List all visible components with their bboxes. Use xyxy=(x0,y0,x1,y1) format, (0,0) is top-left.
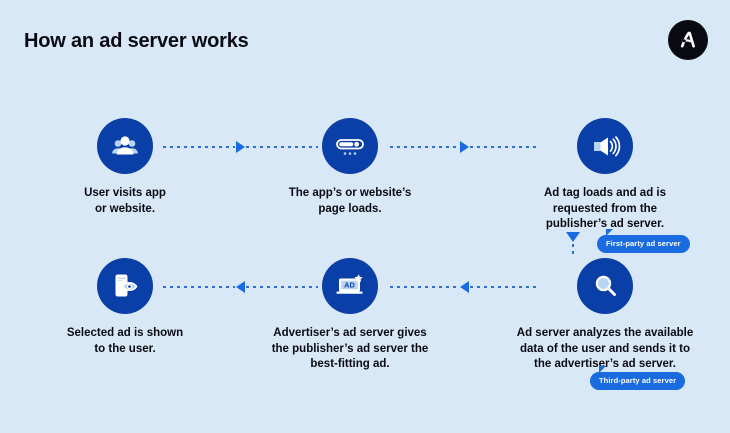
step-3-caption: Ad tag loads and ad is requested from th… xyxy=(543,187,667,230)
step-1-icon-circle xyxy=(97,118,153,174)
arrow-right-icon xyxy=(459,141,469,153)
step-advertiser-gives-ad[interactable]: AD Advertiser’s ad server gives the publ… xyxy=(235,258,465,373)
step-6-caption: Selected ad is shown to the user. xyxy=(66,327,184,355)
magnifying-glass-icon xyxy=(595,275,616,296)
ad-screen-star-icon: AD xyxy=(336,274,363,294)
connector-dots xyxy=(390,286,459,288)
connector-dots xyxy=(163,146,235,148)
a-monogram-icon xyxy=(680,31,695,48)
arrow-left-icon xyxy=(236,281,245,293)
step-2-caption: The app’s or website’s page loads. xyxy=(288,187,412,215)
users-group-icon xyxy=(112,136,138,155)
connector-step1-to-step2 xyxy=(163,140,318,154)
connector-step4-to-step5 xyxy=(390,280,538,294)
step-ad-server-analyzes[interactable]: Ad server analyzes the available data of… xyxy=(490,258,720,373)
connector-dots xyxy=(163,286,235,288)
megaphone-icon xyxy=(594,136,621,157)
status-badge-first-party: First-party ad server xyxy=(597,229,690,253)
connector-dots xyxy=(246,286,318,288)
step-1-caption: User visits app or website. xyxy=(84,187,166,215)
step-2-icon-circle xyxy=(322,118,378,174)
adroll-logo xyxy=(668,20,708,60)
connector-dots xyxy=(469,146,538,148)
connector-step2-to-step3 xyxy=(390,140,538,154)
phone-eye-icon xyxy=(115,274,138,297)
connector-dots xyxy=(469,286,538,288)
page-loading-bar-icon xyxy=(336,139,364,155)
connector-step5-to-step6 xyxy=(163,280,318,294)
arrow-right-icon xyxy=(236,141,245,153)
status-badge-third-party: Third-party ad server xyxy=(590,366,686,390)
step-user-visits[interactable]: User visits app or website. xyxy=(10,118,240,217)
connector-step3-to-step4 xyxy=(566,232,580,254)
step-4-caption: Ad server analyzes the available data of… xyxy=(516,327,694,370)
step-4-icon-circle xyxy=(577,258,633,314)
svg-text:AD: AD xyxy=(344,281,355,290)
step-5-icon-circle: AD xyxy=(322,258,378,314)
connector-dots xyxy=(246,146,318,148)
page-title: How an ad server works xyxy=(24,30,249,52)
arrow-down-icon xyxy=(566,232,580,242)
arrow-left-icon xyxy=(459,281,469,293)
connector-dots xyxy=(390,146,459,148)
connector-dots xyxy=(572,244,574,254)
step-5-caption: Advertiser’s ad server gives the publish… xyxy=(271,327,429,370)
step-ad-tag-loads[interactable]: Ad tag loads and ad is requested from th… xyxy=(490,118,720,233)
step-page-loads[interactable]: The app’s or website’s page loads. xyxy=(235,118,465,217)
step-6-icon-circle xyxy=(97,258,153,314)
step-selected-ad-shown[interactable]: Selected ad is shown to the user. xyxy=(10,258,240,357)
step-3-icon-circle xyxy=(577,118,633,174)
